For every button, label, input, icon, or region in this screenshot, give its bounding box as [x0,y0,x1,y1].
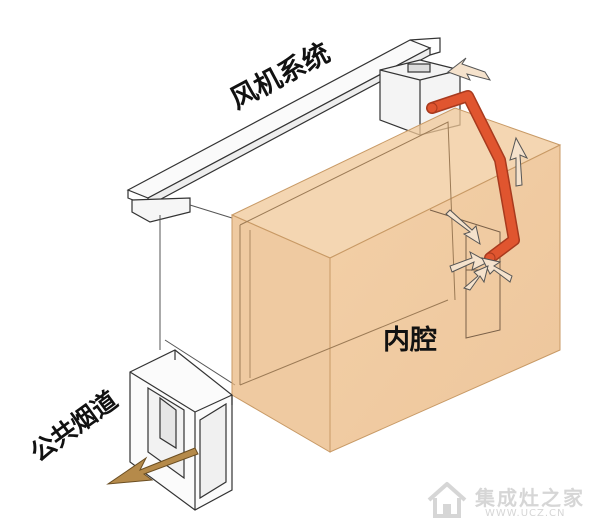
flue-outflow-arrow [106,447,199,485]
back-panel [159,204,236,386]
public-flue-box [129,349,233,511]
airflow-arrows [445,57,529,291]
watermark-url: WWW.UCZ.CN [485,508,566,519]
watermark-name: 集成灶之家 [475,486,585,510]
house-logo-icon [427,482,467,518]
label-inner-cavity: 内腔 [383,325,437,356]
watermark: 集成灶之家 WWW.UCZ.CN [425,478,595,526]
fan-rail [126,37,441,223]
inner-cavity-box [230,107,562,453]
